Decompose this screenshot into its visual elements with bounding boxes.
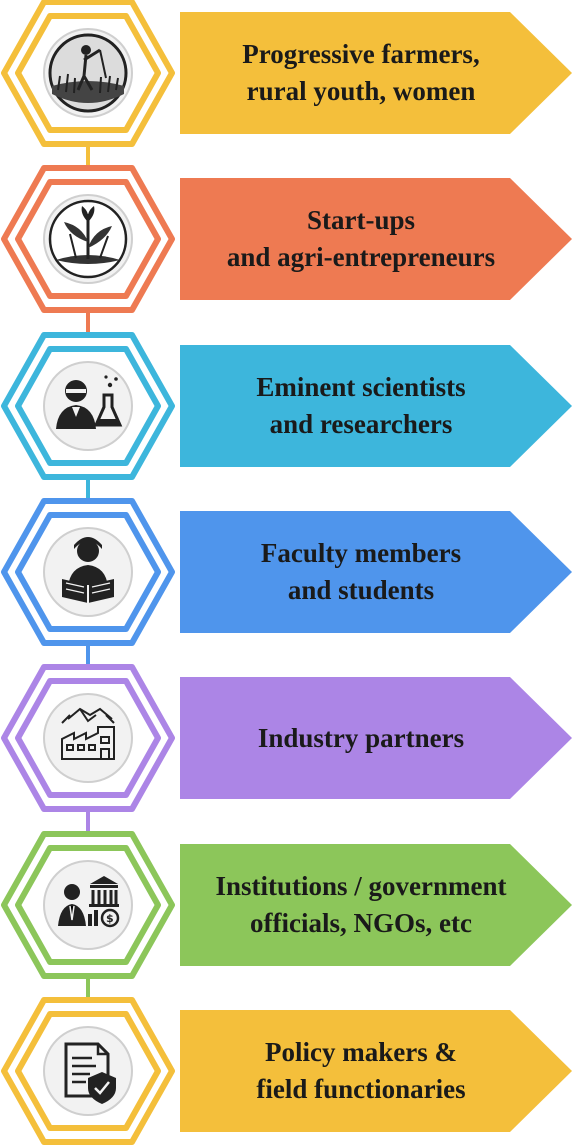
stakeholder-row: Progressive farmers, rural youth, women (0, 0, 572, 147)
label-arrow: Start-ups and agri-entrepreneurs (180, 178, 572, 300)
label-arrow-shape (180, 178, 572, 300)
label-arrow: Policy makers & field functionaries (180, 1010, 572, 1132)
stakeholder-label: Institutions / government officials, NGO… (215, 871, 507, 938)
stakeholder-label: Faculty members and students (260, 538, 462, 605)
hex-badge (1, 498, 175, 646)
label-arrow-shape (180, 511, 572, 633)
industry-handshake-icon (61, 707, 115, 760)
svg-text:$: $ (106, 912, 114, 925)
stakeholder-label: Policy makers & field functionaries (256, 1037, 466, 1104)
stakeholder-label: Eminent scientists and researchers (256, 372, 466, 439)
policy-document-icon (64, 1042, 116, 1104)
hex-badge (1, 664, 175, 812)
stakeholder-row: Start-ups and agri-entrepreneurs (0, 165, 572, 313)
clipped-header-fragment (462, 0, 572, 10)
label-arrow: Faculty members and students (180, 511, 572, 633)
hex-badge (1, 997, 175, 1145)
scientist-icon (56, 375, 123, 429)
label-arrow-shape (180, 677, 572, 799)
hex-badge (1, 165, 175, 313)
connector-line (86, 960, 90, 1024)
label-arrow: Eminent scientists and researchers (180, 345, 572, 467)
connector-line (86, 128, 90, 192)
stakeholder-row: Industry partners (0, 664, 572, 812)
stakeholder-row: Faculty members and students (0, 498, 572, 646)
connector-line (86, 294, 90, 358)
stakeholder-row: Policy makers & field functionaries (0, 997, 572, 1145)
connector-line (86, 628, 90, 692)
label-arrow: Progressive farmers, rural youth, women (180, 12, 572, 134)
stakeholder-label: Progressive farmers, rural youth, women (242, 39, 480, 106)
student-reading-icon (62, 537, 114, 603)
connector-line (86, 794, 90, 858)
stakeholder-label: Industry partners (257, 722, 465, 753)
label-arrow-shape (180, 844, 572, 966)
farmer-icon (48, 33, 128, 113)
label-arrow-shape (180, 1010, 572, 1132)
stakeholder-label: Start-ups and agri-entrepreneurs (226, 205, 496, 272)
label-arrow-shape (180, 12, 572, 134)
stakeholder-row: Institutions / government officials, NGO… (0, 831, 572, 979)
hex-badge: $ (1, 831, 175, 979)
label-arrow-shape (180, 345, 572, 467)
connector-line (86, 461, 90, 525)
hex-badge (1, 0, 175, 147)
label-arrow: Institutions / government officials, NGO… (180, 844, 572, 966)
label-arrow: Industry partners (180, 677, 572, 799)
stakeholder-row: Eminent scientists and researchers (0, 332, 572, 480)
crop-sprout-icon (48, 199, 128, 279)
hex-badge (1, 332, 175, 480)
institution-officials-icon: $ (58, 876, 120, 928)
